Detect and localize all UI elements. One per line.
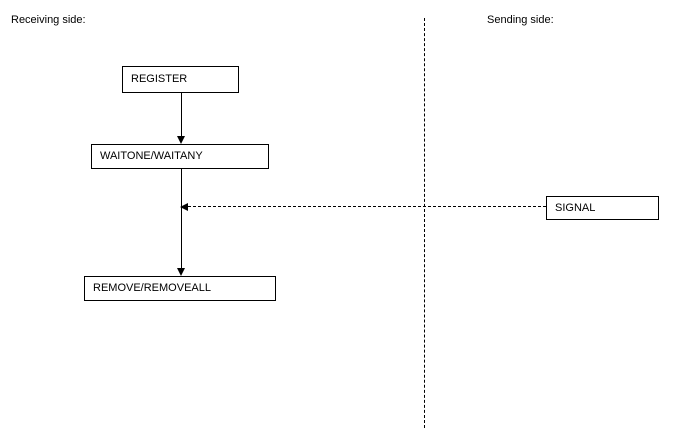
node-register-label: REGISTER (131, 73, 188, 85)
node-waitone-waitany-label: WAITONE/WAITANY (100, 150, 203, 162)
arrowhead-down-icon (177, 268, 185, 276)
arrowhead-left-icon (180, 203, 188, 211)
arrowhead-down-icon (177, 136, 185, 144)
edge-wait-to-remove (181, 168, 182, 269)
receiving-side-label: Receiving side: (11, 14, 86, 26)
edge-signal-to-wait (188, 206, 546, 207)
node-waitone-waitany[interactable]: WAITONE/WAITANY (91, 144, 269, 169)
sending-side-label: Sending side: (487, 14, 554, 26)
node-register[interactable]: REGISTER (122, 66, 239, 93)
node-remove-removeall-label: REMOVE/REMOVEALL (93, 282, 211, 294)
node-signal[interactable]: SIGNAL (546, 196, 659, 220)
edge-register-to-wait (181, 92, 182, 137)
node-remove-removeall[interactable]: REMOVE/REMOVEALL (84, 276, 276, 301)
node-signal-label: SIGNAL (555, 201, 596, 214)
side-divider-dashed-line (424, 18, 425, 428)
